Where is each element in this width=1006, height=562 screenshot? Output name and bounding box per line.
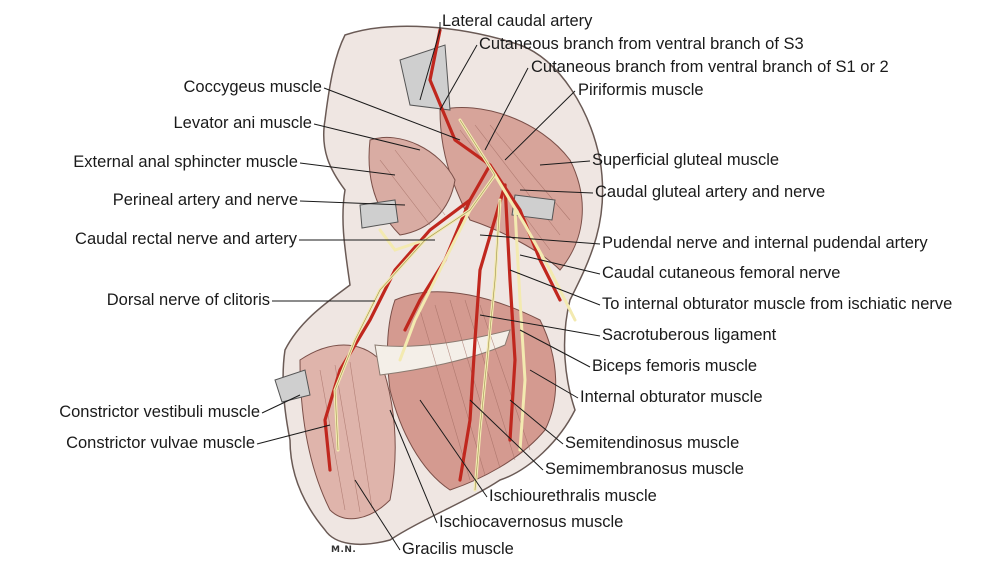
label-ischiocavernosus-muscle: Ischiocavernosus muscle (439, 513, 624, 531)
label-cutaneous-branch-s1-or-2: Cutaneous branch from ventral branch of … (531, 58, 889, 76)
label-sacrotuberous-ligament: Sacrotuberous ligament (602, 326, 777, 344)
label-coccygeus-muscle: Coccygeus muscle (183, 78, 322, 96)
label-semimembranosus-muscle: Semimembranosus muscle (545, 460, 744, 478)
label-gracilis-muscle: Gracilis muscle (402, 540, 514, 558)
label-pudendal-nerve-and-internal-pudendal-artery: Pudendal nerve and internal pudendal art… (602, 234, 928, 252)
label-levator-ani-muscle: Levator ani muscle (173, 114, 313, 132)
label-superficial-gluteal-muscle: Superficial gluteal muscle (592, 151, 780, 169)
label-biceps-femoris-muscle: Biceps femoris muscle (592, 357, 758, 375)
label-to-internal-obturator-muscle: To internal obturator muscle from ischia… (602, 295, 953, 313)
label-piriformis-muscle: Piriformis muscle (578, 81, 704, 99)
label-internal-obturator-muscle: Internal obturator muscle (580, 388, 763, 406)
label-cutaneous-branch-s3: Cutaneous branch from ventral branch of … (479, 35, 804, 53)
label-constrictor-vestibuli-muscle: Constrictor vestibuli muscle (59, 403, 260, 421)
label-perineal-artery-and-nerve: Perineal artery and nerve (112, 191, 298, 209)
leader-lines (256, 22, 601, 551)
label-dorsal-nerve-of-clitoris: Dorsal nerve of clitoris (106, 291, 270, 309)
artist-signature: M.N. (331, 545, 357, 555)
label-ischiourethralis-muscle: Ischiourethralis muscle (489, 487, 657, 505)
label-constrictor-vulvae-muscle: Constrictor vulvae muscle (66, 434, 255, 452)
label-lateral-caudal-artery: Lateral caudal artery (442, 12, 593, 30)
label-semitendinosus-muscle: Semitendinosus muscle (565, 434, 740, 452)
label-caudal-cutaneous-femoral-nerve: Caudal cutaneous femoral nerve (602, 264, 841, 282)
label-caudal-rectal-nerve-and-artery: Caudal rectal nerve and artery (75, 230, 297, 248)
gluteal-region (439, 106, 583, 271)
label-caudal-gluteal-artery-and-nerve: Caudal gluteal artery and nerve (595, 183, 826, 201)
medial-muscles (299, 344, 396, 520)
label-external-anal-sphincter-muscle: External anal sphincter muscle (73, 153, 298, 171)
